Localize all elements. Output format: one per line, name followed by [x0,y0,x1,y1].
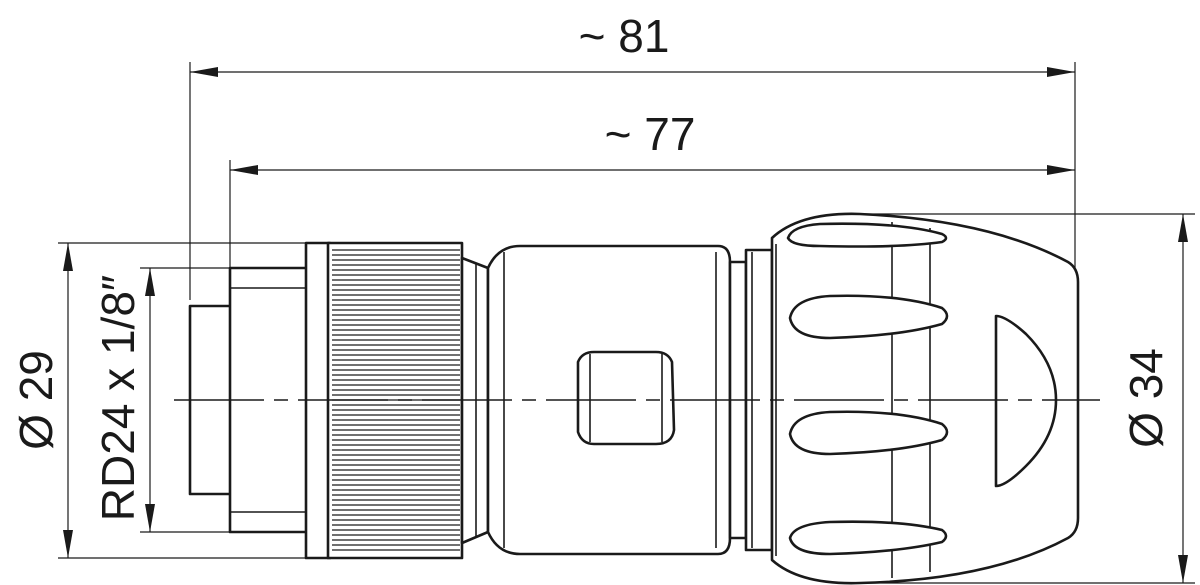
grip-dimple [576,350,676,446]
diameter-right-label: Ø 34 [1120,348,1172,448]
grip-rib-upper [788,294,949,340]
dimension-overall-length: ~ 81 [189,10,1076,300]
grip-rib-lower [788,410,949,456]
grip-rib-bottom [788,520,948,556]
thread-label: RD24 x 1/8″ [92,275,144,521]
dimension-thread: RD24 x 1/8″ [92,267,240,533]
dimension-diameter-right: Ø 34 [860,213,1195,584]
diameter-left-label: Ø 29 [10,350,62,450]
grip-rib-top [786,222,948,248]
connector-body [174,212,1100,585]
dimension-diameter-left: Ø 29 [10,242,320,559]
dimension-body-length: ~ 77 [229,108,1075,268]
overall-length-label: ~ 81 [579,10,670,62]
cable-gland [770,212,1080,585]
body-length-label: ~ 77 [605,108,696,160]
